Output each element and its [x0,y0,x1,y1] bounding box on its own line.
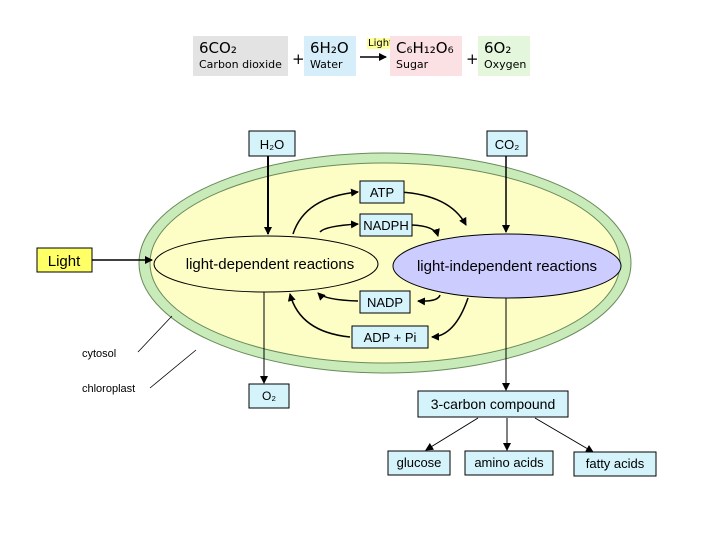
light-dependent-reactions-oval [153,235,379,293]
equation-oxygen: 6O₂ Oxygen [478,36,530,76]
cycle-arrow [292,188,359,235]
glucose-label: glucose [397,455,442,470]
sugar-formula: C₆H₁₂O₆ [396,39,454,57]
oxygen-name: Oxygen [484,58,527,71]
cycle-arrow [319,220,359,233]
glucose-box [387,450,451,476]
co2-label: CO₂ [495,137,520,152]
oxygen-formula: 6O₂ [484,39,512,57]
chloroplast-pointer [149,349,197,389]
nadp-box [359,290,411,314]
plus-sign: + [466,50,479,68]
nadph-box [359,213,413,237]
chloroplast-label: chloroplast [82,383,135,395]
cycle-arrow [431,297,469,341]
sugar-name: Sugar [396,58,429,71]
cytosol-pointer [137,315,173,353]
oxygen-label: O₂ [262,389,276,403]
adp-pi-box [351,325,429,349]
light-independent-reactions-oval [392,233,622,299]
light-arrow-label: Light [367,38,394,49]
cycle-arrow [411,224,440,237]
equation-water: 6H₂O Water [304,36,356,76]
amino-acids-label: amino acids [474,455,544,470]
water-formula: 6H₂O [310,39,349,57]
equation-carbon-dioxide: 6CO₂ Carbon dioxide [193,36,288,76]
glucose-arrow [425,417,479,451]
co2-box [486,130,528,157]
water-name: Water [310,58,343,71]
carbon-dioxide-formula: 6CO₂ [199,39,237,57]
light-box [36,247,93,273]
atp-box [359,180,405,204]
light-dependent-label: light-dependent reactions [186,256,354,273]
cycle-arrow [287,293,351,338]
plus-sign: + [292,50,305,68]
fatty-acids-arrow [534,417,594,453]
nadp-label: NADP [367,295,403,310]
fatty-acids-label: fatty acids [586,456,645,471]
three-carbon-label: 3-carbon compound [431,396,556,412]
water-label: H₂O [260,137,285,152]
equation-sugar: C₆H₁₂O₆ Sugar [390,36,462,76]
cycle-arrow [417,294,441,306]
three-carbon-box [417,390,569,418]
atp-label: ATP [370,185,394,200]
water-box [248,130,296,157]
cycle-arrow [399,191,467,226]
carbon-dioxide-name: Carbon dioxide [199,58,282,71]
oxygen-box [248,383,290,409]
nadph-label: NADPH [363,218,409,233]
adp-pi-label: ADP + Pi [364,330,417,345]
fatty-acids-box [573,451,657,477]
amino-acids-box [464,450,554,476]
light-label: Light [48,253,81,270]
cytosol-label: cytosol [82,348,116,360]
light-independent-label: light-independent reactions [417,258,597,275]
cycle-arrow [317,292,359,302]
